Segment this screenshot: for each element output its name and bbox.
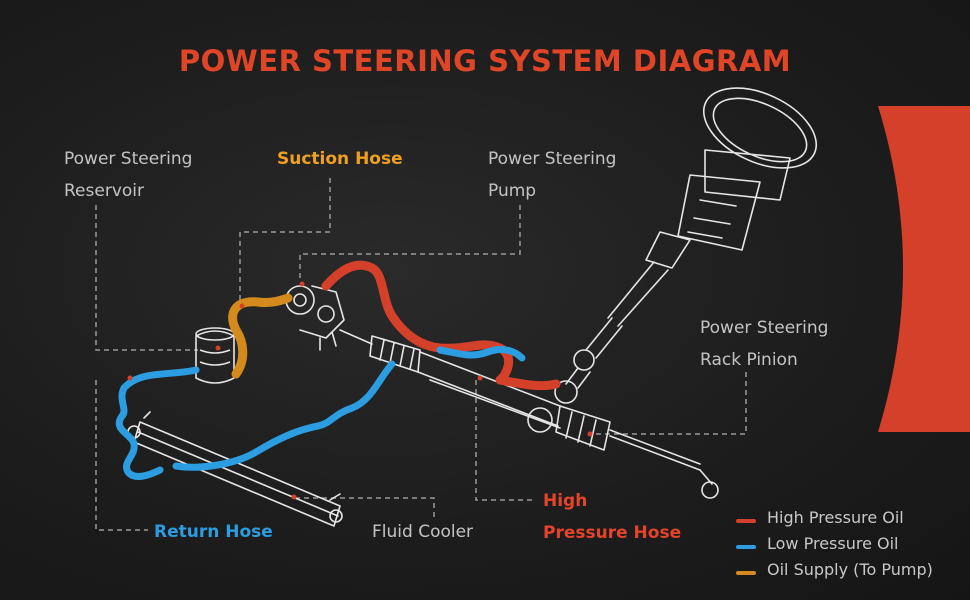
return-hose-main <box>172 360 396 471</box>
label-high-pressure-line-1: High <box>543 491 588 511</box>
steering-column <box>554 87 818 404</box>
label-reservoir-line-1: Power Steering <box>64 149 193 169</box>
reservoir-art <box>195 327 235 384</box>
return-hose-reservoir <box>115 366 200 480</box>
suction-hose <box>228 293 293 379</box>
label-pump: Power Steering Pump <box>488 143 616 207</box>
legend-swatch-low-pressure <box>736 545 756 549</box>
legend-label-oil-supply: Oil Supply (To Pump) <box>767 560 933 579</box>
label-rack-pinion-line-2: Rack Pinion <box>700 350 798 370</box>
leader-suction <box>239 178 331 302</box>
return-hose-rack <box>436 346 526 362</box>
label-return-hose: Return Hose <box>154 522 273 542</box>
legend-label-low-pressure: Low Pressure Oil <box>767 534 899 553</box>
high-pressure-hose <box>321 260 561 391</box>
diagram-title: POWER STEERING SYSTEM DIAGRAM <box>178 44 792 78</box>
connection-points <box>127 281 593 500</box>
label-fluid-cooler: Fluid Cooler <box>372 522 474 542</box>
fluid-cooler-art <box>127 411 343 527</box>
leader-reservoir <box>95 205 198 351</box>
leader-high-pressure <box>475 380 532 501</box>
label-rack-pinion-line-1: Power Steering <box>700 318 829 338</box>
legend-swatch-high-pressure <box>736 519 756 523</box>
leader-rack <box>590 372 747 435</box>
leader-pump <box>299 205 521 280</box>
label-pump-line-1: Power Steering <box>488 149 617 169</box>
leader-cooler <box>295 497 435 518</box>
label-reservoir-line-2: Reservoir <box>64 181 144 201</box>
leader-return <box>95 380 148 531</box>
pump-art <box>285 285 345 351</box>
label-high-pressure-hose: High Pressure Hose <box>543 485 681 549</box>
leader-lines <box>95 178 747 531</box>
label-rack-pinion: Power Steering Rack Pinion <box>700 312 828 376</box>
label-reservoir: Power Steering Reservoir <box>64 143 192 207</box>
label-pump-line-2: Pump <box>488 181 537 201</box>
legend-label-high-pressure: High Pressure Oil <box>767 508 904 527</box>
label-suction-hose: Suction Hose <box>277 149 403 169</box>
legend-swatch-oil-supply <box>736 571 756 575</box>
label-high-pressure-line-2: Pressure Hose <box>543 523 682 543</box>
accent-band <box>878 106 970 432</box>
hoses <box>115 260 561 480</box>
rack-pinion-art <box>339 329 719 499</box>
